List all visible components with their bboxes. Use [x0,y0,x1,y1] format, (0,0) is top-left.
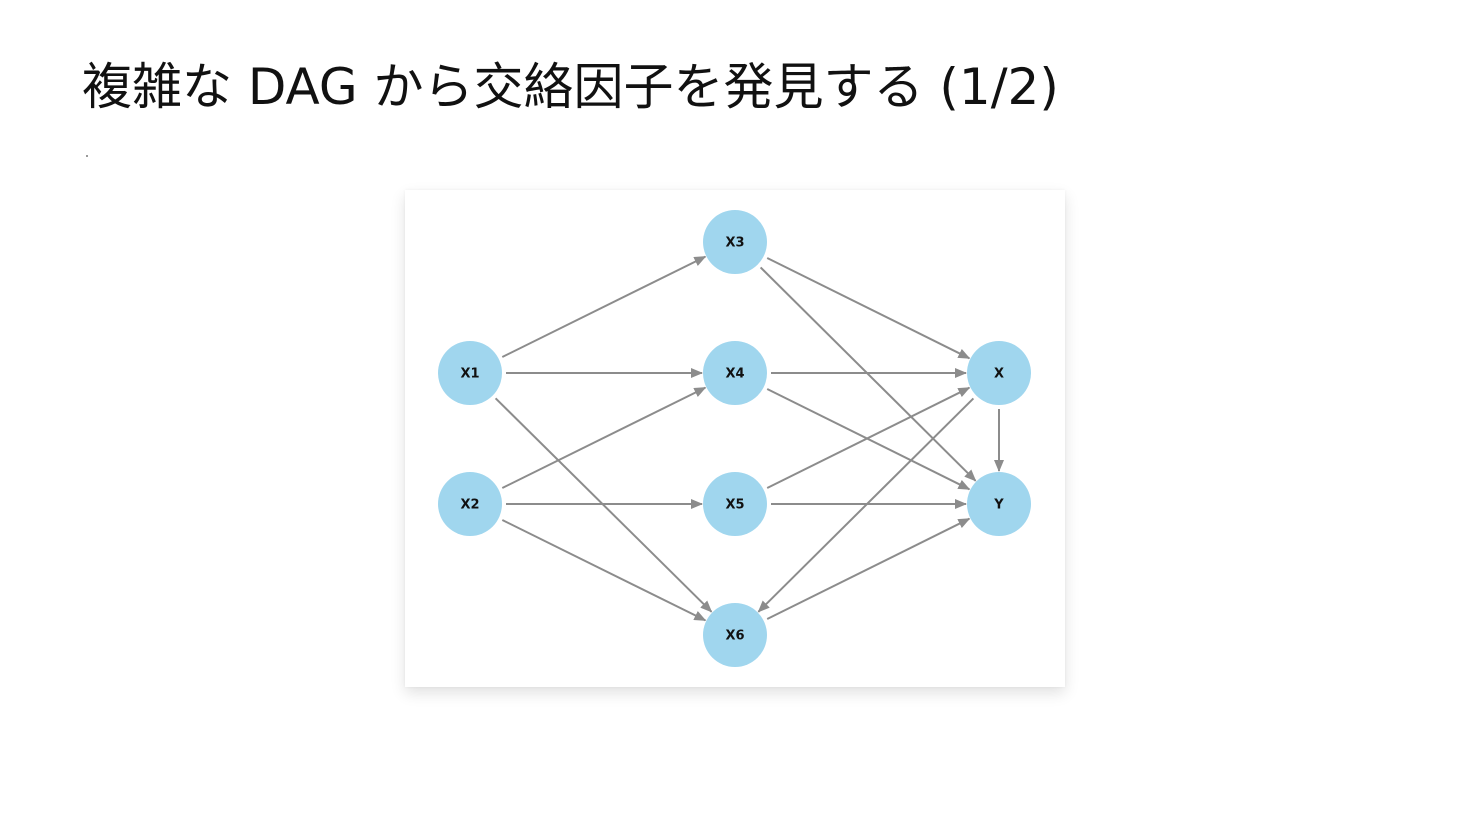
node-x: X [967,341,1031,405]
node-circle-x4 [703,341,767,405]
edge-x-to-x6 [757,397,975,613]
node-circle-y [967,472,1031,536]
edge-x6-to-y [766,517,971,620]
node-x3: X3 [703,210,767,274]
node-label-x2: X2 [460,498,479,513]
node-label-x3: X3 [725,236,744,251]
node-circle-x5 [703,472,767,536]
edge-x1-to-x3 [501,255,707,358]
node-circle-x6 [703,603,767,667]
node-circle-x1 [438,341,502,405]
node-x1: X1 [438,341,502,405]
edge-x3-to-x [766,257,971,360]
edge-x4-to-y [766,388,971,491]
node-circle-x2 [438,472,502,536]
edge-x2-to-x4 [501,386,707,489]
slide-title: 複雑な DAG から交絡因子を発見する (1/2) [82,58,1059,116]
node-label-x6: X6 [725,629,744,644]
node-x2: X2 [438,472,502,536]
node-circle-x3 [703,210,767,274]
edge-x5-to-x [766,386,971,489]
node-y: Y [967,472,1031,536]
node-label-y: Y [993,498,1004,513]
edges [494,255,1004,622]
node-x5: X5 [703,472,767,536]
node-x6: X6 [703,603,767,667]
bullet-dot [86,155,88,157]
node-label-x4: X4 [725,367,744,382]
node-label-x5: X5 [725,498,744,513]
node-x4: X4 [703,341,767,405]
edge-x2-to-x6 [501,519,707,622]
edge-x3-to-y [759,266,977,482]
node-circle-x [967,341,1031,405]
node-label-x: X [994,367,1004,382]
node-label-x1: X1 [460,367,479,382]
edge-x1-to-x6 [494,397,713,613]
